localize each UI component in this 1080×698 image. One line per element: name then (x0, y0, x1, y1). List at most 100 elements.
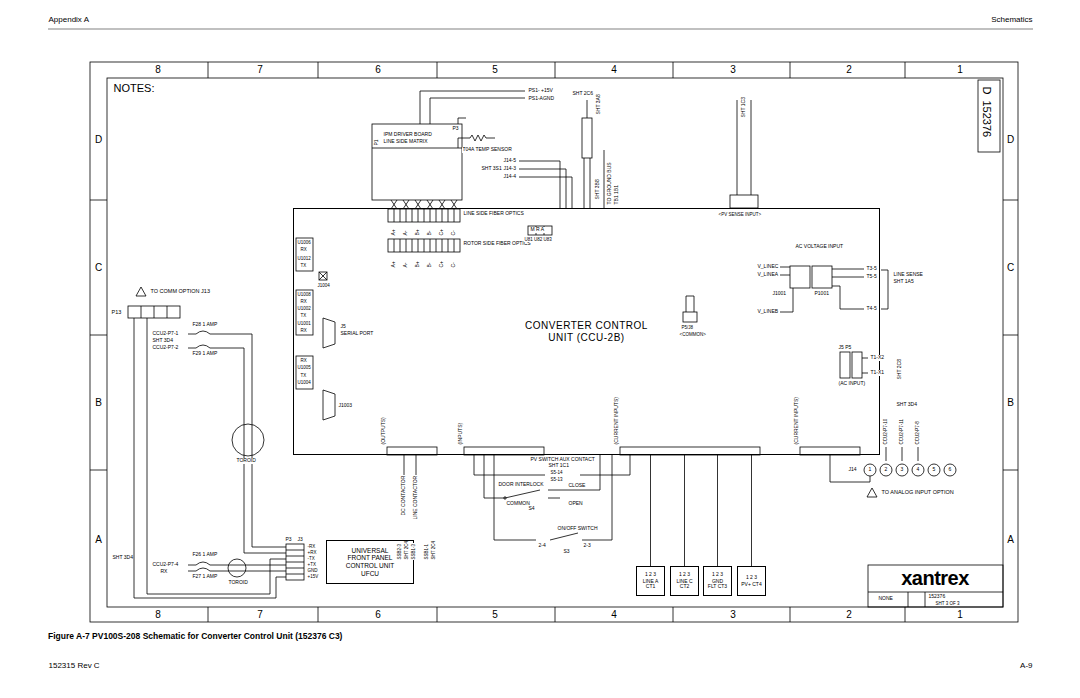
wire-line (188, 331, 286, 547)
page-header: 152315 Rev C (48, 661, 100, 670)
box-label: CONVERTER CONTROL UNIT (CCU-2B) (512, 320, 662, 343)
zone-marker: 7 (257, 609, 264, 621)
box-label: LINE A CT1 (640, 579, 661, 591)
signal-label: S5-14 (550, 470, 563, 475)
signal-label: U81 U82 U83 (524, 237, 552, 242)
signal-label: A- (403, 262, 409, 268)
connector-outline (372, 124, 462, 200)
signal-label: PS1- +15V (528, 88, 553, 94)
wire-line (886, 447, 918, 461)
signal-label: 2-4 (538, 543, 546, 549)
signal-label: OPEN (568, 501, 583, 507)
box-label: LINE C CT2 (674, 579, 695, 591)
signal-label: NOTES: (113, 82, 155, 95)
title-block-field: NONE (878, 596, 893, 602)
wire-line (147, 318, 286, 594)
signal-label: COMMON (506, 501, 530, 507)
signal-label: U1001 (297, 321, 311, 326)
current-transformer-box: 1 2 3GND FLT CT3 (703, 566, 732, 596)
connector-outline (978, 80, 1000, 152)
connector-outline (388, 239, 460, 252)
signal-label: B- (427, 262, 433, 268)
signal-label: T1-X2 (870, 355, 885, 361)
signal-label: CCU2-P7-11 (899, 419, 904, 445)
current-transformer-box: 1 2 3LINE C CT2 (670, 566, 699, 596)
signal-label: ON/OFF SWITCH (557, 526, 598, 532)
signal-label: T04A TEMP SENSOR (462, 147, 512, 153)
connector-outline (683, 312, 697, 322)
signal-label: U1004 (297, 380, 311, 385)
connector-outline (730, 195, 758, 208)
signal-label: P5/J8 (681, 325, 694, 330)
signal-label: S5-13 (550, 477, 563, 482)
signal-label: SHT 3D4 (896, 402, 917, 408)
zone-marker: B (1007, 397, 1015, 409)
pin-number: 6 (948, 467, 952, 473)
signal-label: +15V (307, 574, 319, 579)
pin-number: 2 (884, 467, 888, 473)
signal-label: TO COMM OPTION J13 (150, 288, 211, 294)
signal-label: 152376 (980, 100, 993, 138)
signal-label: C- (451, 262, 457, 268)
signal-label: ROTOR SIDE FIBER OPTICS (463, 241, 531, 247)
signal-label: SHT 2C6 (572, 91, 593, 97)
current-transformer-box: 1 2 3LINE A CT1 (636, 566, 665, 596)
signal-label: J1003 (338, 403, 353, 409)
signal-label: DOOR INTERLOCK (498, 482, 544, 488)
signal-label: <PV SENSE INPUT> (718, 212, 762, 217)
page-header: Schematics (991, 15, 1033, 24)
title-block-field: 152376 (928, 594, 946, 600)
box-label: UNIVERSAL FRONT PANEL CONTROL UNIT (341, 547, 399, 569)
signal-label: LINE SIDE MATRIX (383, 139, 428, 145)
signal-label: CCU2-P7-1 (152, 331, 179, 337)
connector-outline (296, 238, 313, 271)
connector-outline (388, 209, 460, 222)
zone-marker: 5 (492, 609, 499, 621)
pin-number: 1 (868, 467, 872, 473)
zone-marker: C (1006, 262, 1014, 274)
signal-label: F26 1 AMP (192, 552, 218, 558)
toroid-or-pin-symbol (228, 559, 246, 577)
signal-label: SHT 3B8 (595, 179, 601, 200)
signal-label: SHT 2C4 (431, 541, 436, 560)
wire-line (286, 550, 304, 574)
signal-label: S4 (528, 506, 535, 512)
connector-outline (840, 352, 850, 378)
signal-label: J14-5 (503, 158, 517, 164)
wire-line (90, 200, 1018, 470)
connector-outline (790, 266, 810, 288)
signal-label: T4-5 (866, 306, 877, 312)
signal-label: D (980, 86, 993, 95)
signal-label: (AC INPUT) (838, 381, 866, 387)
connector-outline (812, 266, 832, 288)
signal-label: B+ (415, 229, 421, 236)
wire-line (188, 568, 286, 571)
signal-label: TX (300, 263, 307, 268)
wire-line (188, 345, 286, 553)
toroid-or-pin-symbol (232, 424, 264, 456)
signal-label: RX (160, 569, 168, 575)
signal-label: A+ (391, 261, 397, 268)
signal-label: SHT 1C1 (548, 463, 569, 469)
signal-label: SERIAL PORT (340, 331, 374, 337)
zone-marker: A (1007, 534, 1015, 546)
signal-label: TX (300, 373, 307, 378)
toroid-or-pin-symbol (896, 464, 908, 476)
signal-label: DC CONTACTOR (401, 475, 407, 516)
toroid-or-pin-symbol (944, 464, 956, 476)
zone-marker: D (94, 134, 102, 146)
sensor-wire (751, 455, 752, 566)
toroid-or-pin-symbol (880, 464, 892, 476)
signal-label: RX (300, 247, 307, 252)
signal-label: F28 1 AMP (192, 322, 218, 328)
signal-label: SHT 2C8 (897, 359, 903, 380)
signal-label: LINE SIDE FIBER OPTICS (463, 211, 524, 217)
signal-label: SHT 3D4 (152, 338, 173, 344)
connector-outline (528, 226, 552, 235)
signal-label: J1001 (772, 291, 787, 297)
wire-line (474, 455, 630, 475)
connector-outline (582, 118, 592, 158)
zone-marker: 6 (375, 609, 382, 621)
